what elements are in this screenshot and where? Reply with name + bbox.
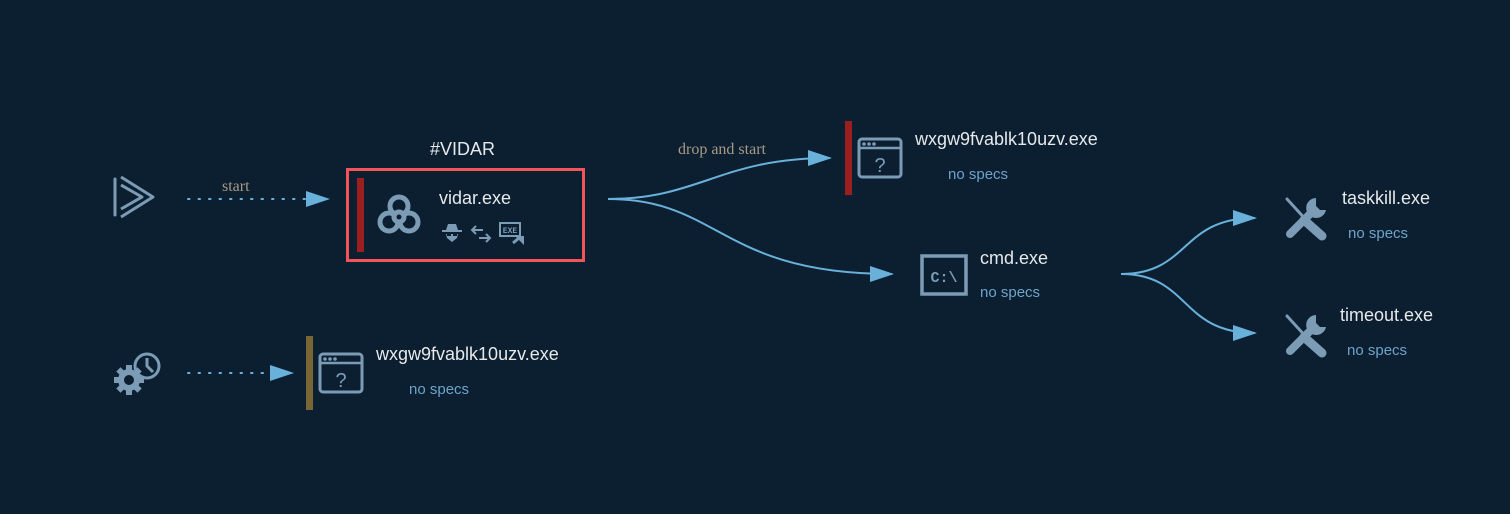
process-specs: no specs [948,166,1009,183]
process-node-vidar[interactable]: vidar.exe EXE [346,168,585,262]
edge-cmd-to-timeout [1120,273,1257,341]
network-exchange-icon [469,224,493,244]
threat-bar-malicious [357,178,364,252]
unknown-window-icon: ? [318,352,364,394]
process-name: wxgw9fvablk10uzv.exe [915,129,1098,149]
process-node-taskkill[interactable]: taskkill.exe no specs [1280,186,1460,246]
process-node-dropped[interactable]: ? wxgw9fvablk10uzv.exe no specs [845,121,1135,195]
edge-vidar-to-dropped [607,150,832,200]
process-name: vidar.exe [439,188,512,208]
process-specs: no specs [1348,225,1409,242]
exe-drop-icon: EXE [499,221,525,245]
edge-label-start: start [222,178,250,195]
tools-icon [1282,311,1330,359]
svg-text:?: ? [335,370,346,392]
process-name: wxgw9fvablk10uzv.exe [376,344,559,364]
threat-bar-malicious [845,121,852,195]
process-name: timeout.exe [1340,305,1434,325]
unknown-window-icon: ? [857,137,903,179]
play-icon[interactable] [111,175,157,221]
threat-bar-suspicious [306,336,313,410]
gear-clock-icon[interactable] [113,350,165,396]
spy-icon [441,222,463,244]
group-label-vidar: #VIDAR [430,139,496,159]
process-specs: no specs [980,284,1041,301]
process-node-scheduled[interactable]: ? wxgw9fvablk10uzv.exe no specs [306,336,596,410]
process-name: cmd.exe [980,248,1049,268]
edge-cmd-to-taskkill [1120,210,1257,275]
edge-label-drop-and-start: drop and start [678,141,766,158]
process-name: taskkill.exe [1342,188,1431,208]
tools-icon [1282,194,1330,242]
svg-text:C:\: C:\ [930,270,957,287]
svg-text:?: ? [874,155,885,177]
process-specs: no specs [409,381,470,398]
process-specs: no specs [1347,342,1408,359]
cmd-icon: C:\ [920,254,968,296]
biohazard-icon [374,191,424,241]
svg-text:EXE: EXE [503,227,518,236]
edge-vidar-to-cmd [607,198,894,282]
process-node-cmd[interactable]: C:\ cmd.exe no specs [918,244,1088,304]
process-node-timeout[interactable]: timeout.exe no specs [1280,303,1460,363]
